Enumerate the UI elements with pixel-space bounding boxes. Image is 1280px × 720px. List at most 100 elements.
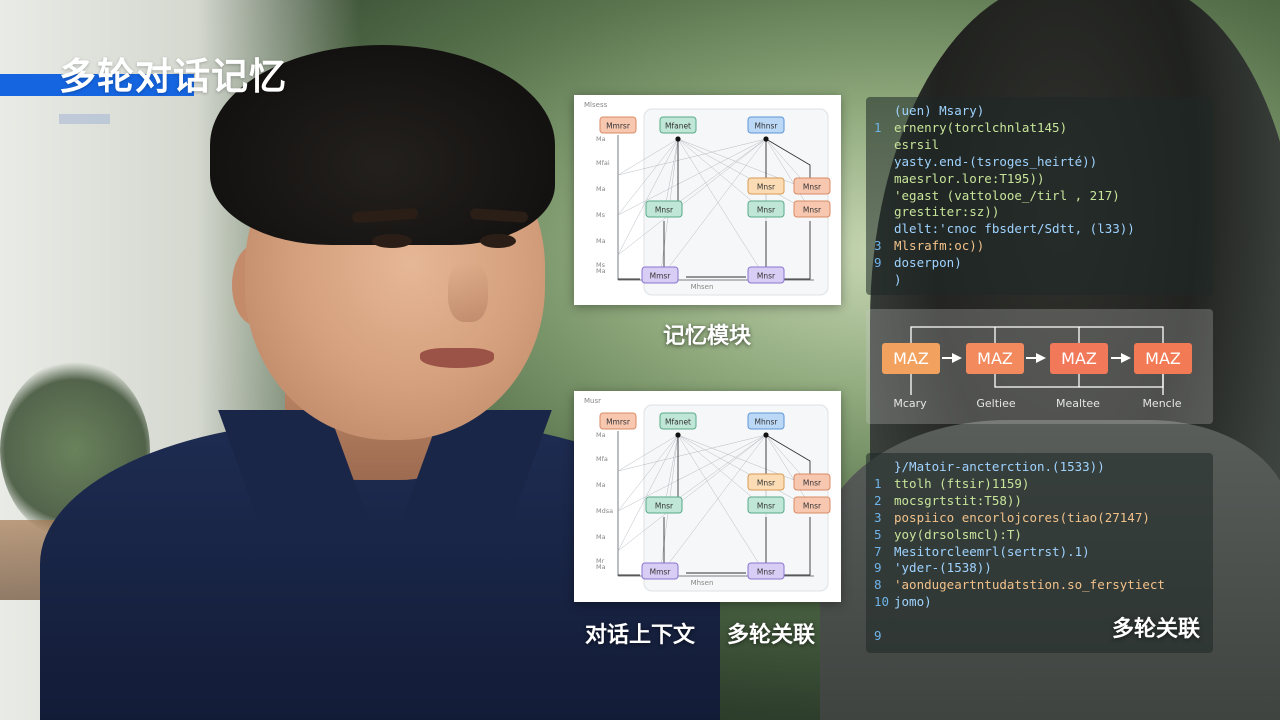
code-text: yoy(drsolsmcl):T) [894, 526, 1022, 542]
graph-node-label: Mnsr [803, 502, 822, 511]
flow-caption-2: Geltiee [976, 397, 1016, 410]
axis-label: Ma [596, 267, 606, 275]
flow-panel: MAZ MAZ MAZ MAZ Mcary Geltiee Mealtee Me… [866, 309, 1213, 424]
code-text: doserpon) [894, 255, 962, 271]
code-line: maesrlor.lore:T195)) [874, 171, 1045, 188]
axis-label: Ms [596, 211, 606, 219]
code-line: 8 'aondugeartntudatstion.so_fersytiect [874, 577, 1165, 594]
graph-node [747, 496, 785, 514]
code-text: 'egast (vattolooe_/tirl , 217) [894, 187, 1120, 203]
slide-title: 多轮对话记忆 [59, 55, 287, 98]
line-number: 9 [874, 255, 882, 271]
graph-node-label: Mnsr [655, 502, 674, 511]
mouth [420, 348, 494, 368]
graph-node-label: Mnsr [757, 206, 776, 215]
code-text: dlelt:'cnoc fbsdert/Sdtt, (l33)) [894, 221, 1135, 237]
diagram-bottom-caption: Mhsen [691, 283, 714, 291]
graph-node [641, 562, 679, 580]
graph-node-label: Mmrsr [606, 418, 631, 427]
graph-node [793, 473, 831, 491]
graph-node [645, 496, 683, 514]
flow-step-1: MAZ [882, 343, 940, 374]
code-text: pospiico encorlojcores(tiao(27147) [894, 509, 1150, 525]
axis-label: Ma [596, 185, 606, 193]
graph-node [793, 200, 831, 218]
code-text: (uen) Msary) [894, 103, 985, 118]
code-line: 1 ttolh (ftsir)1159) [874, 476, 1029, 493]
line-number: 8 [874, 577, 882, 593]
dialogue-context-label: 对话上下文 [585, 623, 696, 648]
axis-label: Ms [596, 261, 606, 269]
flow-step-3: MAZ [1050, 343, 1108, 374]
graph-node [641, 266, 679, 284]
flow-step-4: MAZ [1134, 343, 1192, 374]
diagram-bottom-caption: Mhsen [691, 579, 714, 587]
axis-label: Mfai [596, 159, 610, 167]
code-line: dlelt:'cnoc fbsdert/Sdtt, (l33)) [874, 221, 1135, 238]
flow-caption-3: Mealtee [1056, 397, 1100, 410]
nose [448, 262, 488, 322]
code-text: Mlsrafm:oc)) [894, 238, 985, 254]
line-number: 5 [874, 526, 882, 542]
graph-node [793, 496, 831, 514]
flow-caption-4: Mencle [1142, 397, 1182, 410]
code-line: esrsil [874, 137, 939, 154]
graph-node [659, 412, 697, 430]
code-text: 'aondugeartntudatstion.so_fersytiect [894, 577, 1165, 593]
axis-label: Ma [596, 533, 606, 541]
line-number: 7 [874, 543, 882, 559]
graph-node-label: Mnsr [803, 183, 822, 192]
flow-caption-1: Mcary [893, 397, 927, 410]
code-text: maesrlor.lore:T195)) [894, 170, 1045, 186]
graph-node [659, 116, 697, 134]
graph-node [793, 177, 831, 195]
eye-right [480, 234, 516, 248]
multi-turn-link-label-right: 多轮关联 [1112, 617, 1201, 642]
graph-node [747, 177, 785, 195]
line-number: 9 [874, 628, 882, 643]
graph-node [747, 412, 785, 430]
title-underline [59, 114, 110, 124]
graph-node [747, 116, 785, 134]
axis-label: Ma [596, 481, 606, 489]
axis-label: Mfa [596, 455, 608, 463]
code-line: 3 Mlsrafm:oc)) [874, 238, 984, 255]
axis-label: Mr [596, 557, 605, 565]
line-number: 10 [874, 594, 890, 610]
memory-module-label: 记忆模块 [663, 324, 752, 349]
graph-node [645, 200, 683, 218]
code-text: ttolh (ftsir)1159) [894, 475, 1030, 491]
title-accent-bar [0, 74, 194, 96]
code-text: grestiter:sz)) [894, 204, 1000, 220]
graph-node [747, 562, 785, 580]
code-line: 9 doserpon) [874, 255, 962, 272]
code-line: 'egast (vattolooe_/tirl , 217) [874, 188, 1120, 205]
line-number: 2 [874, 492, 882, 508]
multi-turn-link-label: 多轮关联 [727, 623, 816, 648]
axis-label: Ma [596, 431, 606, 439]
code-line: 9'yder-(1538)) [874, 560, 992, 577]
graph-node [599, 412, 637, 430]
code-text: esrsil [894, 136, 940, 152]
line-number: 3 [874, 238, 882, 254]
line-number: 1 [874, 475, 882, 491]
graph-node-label: Mnsr [803, 206, 822, 215]
graph-node [747, 473, 785, 491]
code-line: yasty.end-(tsroges_heirté)) [874, 154, 1097, 171]
graph-node-label: Mfanet [665, 122, 691, 131]
graph-node-label: Mmrsr [606, 122, 631, 131]
graph-node-label: Mmsr [650, 568, 672, 577]
graph-node-label: Mnsr [757, 183, 776, 192]
flow-step-2: MAZ [966, 343, 1024, 374]
graph-node [599, 116, 637, 134]
code-text: ernenry(torclchnlat145) [894, 119, 1068, 135]
eye-left [372, 234, 412, 248]
